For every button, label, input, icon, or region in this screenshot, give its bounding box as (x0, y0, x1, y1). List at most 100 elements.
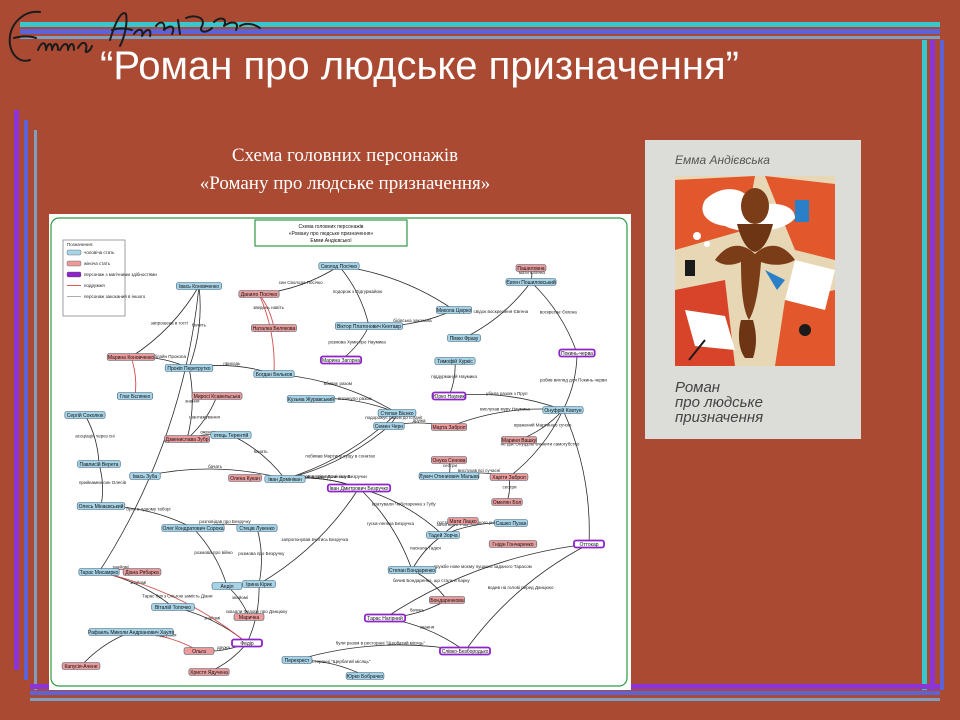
character-node (231, 638, 263, 648)
character-node (281, 656, 313, 664)
diagram-edge-label: запрошена в гості (151, 321, 188, 326)
character-node (345, 672, 385, 680)
character-node (78, 568, 120, 576)
character-node-label: Данило Посічко (241, 292, 278, 298)
diagram-edge-label: бачать (254, 449, 269, 454)
diagram-edge-label: розмова про війно (194, 549, 233, 555)
diagram-edge-label: дружа (217, 645, 230, 650)
diagram-edge-label: ласкала Тадея (410, 546, 442, 551)
diagram-edge (230, 434, 286, 480)
diagram-edge (530, 281, 578, 354)
character-node (77, 460, 121, 468)
character-node-label: Федір (240, 641, 254, 647)
character-node-label: Івась Зуба (133, 474, 158, 480)
character-node (377, 409, 417, 417)
character-node-label: Кузьма Журавський (288, 396, 334, 403)
character-node-label: Дзвенислава Зубр (166, 437, 209, 443)
character-node-label: Харітя Заброл (492, 475, 526, 481)
diagram-header-line-3: Емми Андієвської (310, 238, 352, 244)
character-node-label: Христя Ядучена (190, 670, 228, 676)
diagram-edge-label: розповідав про Безручку (199, 519, 251, 524)
legend-item: чоловіча стать (84, 250, 115, 255)
diagram-edge (411, 569, 448, 601)
diagram-edge (256, 527, 262, 585)
top-bar-cyan (20, 22, 940, 27)
character-node-label: Сергій Соколюк (67, 412, 104, 419)
diagram-edge (273, 373, 398, 414)
diagram-edge-label: син Сволода Посічко (279, 280, 323, 285)
diagram-edge-label: дружбе нове моєму пушкого заданого Тарас… (433, 564, 531, 569)
character-node (373, 422, 405, 430)
character-node-label: Бондаренкова (430, 598, 463, 604)
diagram-edge-label: асоціація через сні (75, 434, 114, 439)
character-node-label: Марина Загорна (322, 358, 360, 364)
diagram-edge-label: вистягає блайн Прокопа (135, 353, 186, 359)
diagram-edge-label: розмова Хуми про Наумика (328, 340, 386, 345)
character-node (64, 411, 106, 419)
diagram-edge-label: вислухав муру Наумика (480, 407, 530, 412)
character-node (151, 603, 195, 611)
diagram-edge-label: шантажування (189, 414, 220, 419)
character-node (233, 613, 265, 621)
diagram-edge (98, 571, 174, 608)
diagram-edge-label: вплинуло разом (338, 396, 372, 401)
character-node (251, 324, 297, 332)
character-node-label: Тадей Зорча (428, 532, 458, 539)
diagram-edge-label: мати Євгена (519, 270, 545, 275)
character-node (505, 278, 557, 286)
diagram-edge-label: знання (420, 625, 435, 630)
character-node-label: Семен Черн (375, 424, 404, 430)
character-node (319, 355, 363, 365)
right-bar-cyan (922, 40, 927, 690)
character-node-label: Мати Лацко (449, 519, 477, 525)
diagram-canvas: Схема головних персонажів«Роману про люд… (50, 217, 628, 687)
diagram-edge (98, 285, 200, 573)
diagram-edge-label: були разом в ресторані "Щербатий місяць" (336, 639, 426, 645)
legend-item: жіноча стать (84, 261, 111, 266)
character-node (122, 568, 162, 576)
character-node (542, 406, 584, 414)
character-node-label: Марта Заброл (432, 425, 465, 431)
character-node (129, 472, 161, 480)
character-node (494, 519, 528, 527)
book-title: Роман про людське призначення (675, 380, 855, 425)
character-node-label: Сашко Пузан (496, 521, 527, 527)
character-node-label: Ірина Кірик (246, 582, 272, 588)
character-node (435, 306, 472, 314)
caption-line-1: Схема головних персонажів (231, 145, 459, 166)
character-node-label: Пімко Фразу (450, 336, 479, 342)
legend-item: подружжя (84, 283, 105, 288)
character-node-label: Гнідін Гончаренко (492, 542, 533, 548)
caption-line-2: «Роману про людське призначення» (199, 173, 491, 194)
character-node (488, 540, 538, 548)
top-bar-steel (20, 36, 940, 39)
character-node (191, 392, 243, 400)
diagram-edge-label: були в одному таборі (126, 506, 170, 511)
diagram-header-line-2: «Роману про людське призначення» (289, 231, 374, 237)
diagram-edge (384, 543, 590, 619)
diagram-edge-label: бісівська закохана (393, 318, 432, 323)
character-node (426, 531, 460, 539)
diagram-edge-label: не дає Онуфрію вчинити самогубство (501, 442, 580, 447)
book-cover-art (675, 176, 835, 366)
character-node-label: отець Терентій (214, 432, 249, 439)
character-node-label: Сволод Посічко (321, 264, 358, 270)
right-bar-violet (930, 40, 935, 690)
character-node-label: Глаг Бєлянко (120, 394, 151, 400)
character-node-label: Слівко-Безбородько (442, 649, 489, 655)
diagram-edge (130, 285, 200, 358)
left-bar-blue (24, 120, 28, 680)
character-node-label: Прокіп Перетрутко (167, 366, 210, 372)
character-node-label: Діана Рябарка (125, 570, 159, 576)
diagram-edge (186, 367, 193, 440)
character-node (211, 582, 243, 590)
diagram-edge-label: сестри (443, 463, 458, 468)
diagram-edge (463, 281, 532, 339)
diagram-edge-label: вратували Чоботаренка з Губу (372, 501, 436, 506)
diagram-edge (562, 352, 578, 411)
diagram-edge-label: приходь (223, 361, 241, 366)
bottom-bar-blue (30, 691, 940, 695)
character-node-label: Тимофій Хуркіс (437, 358, 473, 365)
character-node-label: Онука Сенова (433, 458, 466, 464)
